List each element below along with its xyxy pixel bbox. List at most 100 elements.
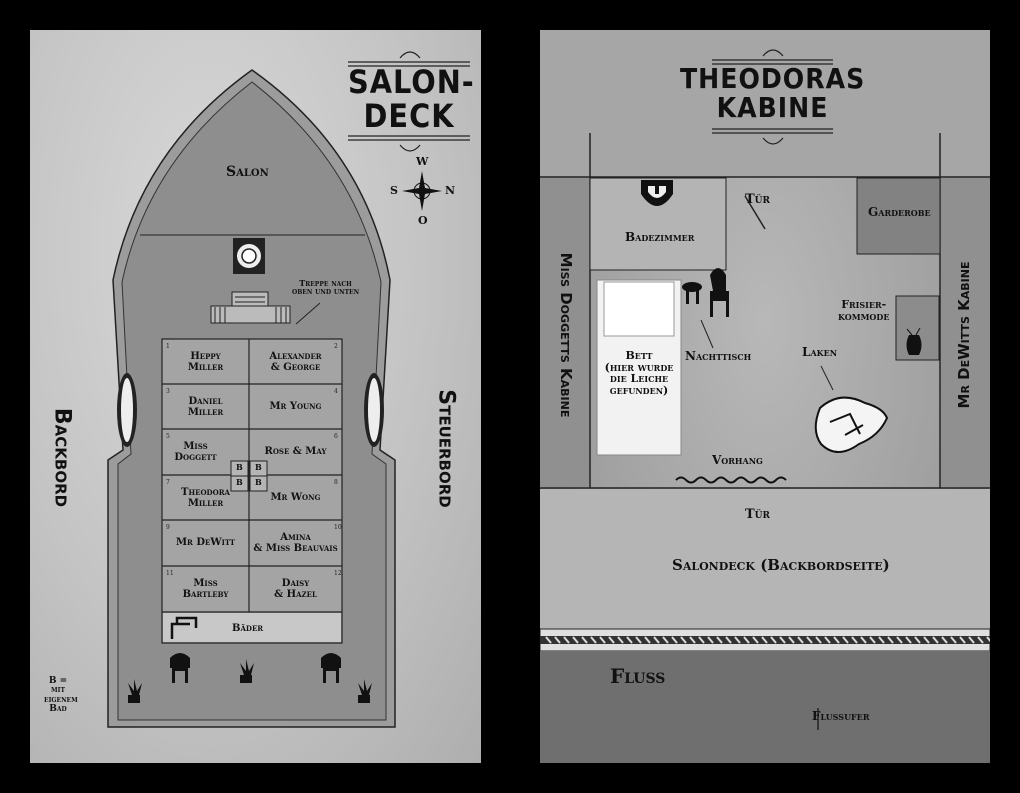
cabin-label: Mr DeWitt (175, 537, 236, 548)
cabin-number: 12 (334, 570, 342, 577)
railing-bar (545, 636, 552, 644)
railing-bar (851, 636, 858, 644)
railing-bar (923, 636, 930, 644)
title-line-2: Deck (363, 96, 455, 135)
railing-bar (707, 636, 714, 644)
railing-bar (878, 636, 885, 644)
cabin-title-line-2: Kabine (716, 91, 829, 125)
railing-bar (941, 636, 948, 644)
right-cabin-label: Mr DeWitts Kabine (955, 261, 973, 409)
cabin-title: Theodoras Kabine (680, 64, 865, 123)
railing-bar (680, 636, 687, 644)
legend-text: B = mit eigenem Bad (44, 676, 78, 715)
compass-label-s: O (418, 214, 428, 227)
curtain-label: Vorhang (712, 453, 763, 467)
title-line-1: Salon- (348, 63, 475, 101)
cabin-number: 6 (334, 433, 338, 440)
railing-bar (617, 636, 624, 644)
cabin-number: 7 (166, 479, 170, 486)
starboard-label: Steuerbord (433, 389, 459, 508)
compass-label-e: N (445, 184, 456, 197)
railing-bar (635, 636, 642, 644)
railing-bar (644, 636, 651, 644)
cabin-number: 9 (166, 524, 170, 531)
salon-deck-map: Salon- Deck W N O S Salon Treppe nach ob… (30, 30, 481, 763)
cabin-label: Daniel Miller (187, 396, 224, 418)
lifeboat-starboard-icon (364, 373, 384, 447)
salon-deck-area (540, 489, 990, 629)
cabin-label: Miss Doggett (174, 441, 217, 463)
pillow (603, 281, 675, 337)
chair-icon (710, 268, 729, 317)
railing-bar (986, 636, 990, 643)
cabin-label: Alexander & George (269, 351, 322, 373)
stairs-label: Treppe nach oben und unten (292, 278, 360, 297)
door-bottom-label: Tür (745, 507, 771, 522)
bathroom-label: Badezimmer (625, 230, 695, 244)
railing-bar (563, 636, 570, 644)
railing-bar (608, 636, 615, 644)
plant-icon (240, 659, 254, 683)
chair-icon (170, 653, 190, 683)
curtain (675, 476, 787, 484)
railing-bar (779, 636, 786, 644)
lifeboat-port-icon (117, 373, 137, 447)
railing-bar (752, 636, 759, 644)
railing-bar (698, 636, 705, 644)
private-bath-mark: B (236, 462, 243, 472)
cabin-label: Amina & Miss Beauvais (253, 532, 338, 554)
cabin-label: Theodora Miller (181, 487, 230, 509)
cabin-map: Theodoras Kabine Tür Garderobe Badezimme… (540, 30, 990, 763)
railing-bar (761, 636, 768, 644)
railing-bar (950, 636, 957, 644)
railing-bar (977, 636, 984, 644)
nightstand-label: Nachttisch (685, 349, 752, 363)
cabin-number: 8 (334, 479, 338, 486)
left-cabin-label: Miss Doggetts Kabine (557, 252, 575, 418)
railing-bar (725, 636, 732, 644)
title-frame (348, 51, 470, 152)
cabin-number: 3 (166, 388, 170, 395)
toilet-icon (641, 180, 673, 206)
sheet-label: Laken (802, 345, 838, 359)
railing-bar (743, 636, 750, 644)
railing-bar (905, 636, 912, 644)
railing-bar (815, 636, 822, 644)
cabin-label: Miss Bartleby (182, 578, 229, 600)
private-bath-mark: B (255, 477, 262, 487)
private-bath-mark: B (236, 477, 243, 487)
plant-icon (358, 679, 372, 703)
railing-bar (932, 636, 939, 644)
cabin-number: 10 (334, 524, 342, 531)
private-baths (230, 460, 268, 492)
railing (540, 628, 990, 652)
chair-icon (321, 653, 341, 683)
railing-bar (968, 636, 975, 644)
riverbank-label: Flussufer (812, 709, 870, 723)
railing-bar (590, 636, 597, 644)
cabin-label: Daisy & Hazel (274, 578, 317, 600)
door-top (744, 195, 766, 230)
railing-bar (860, 636, 867, 644)
railing-bar (734, 636, 741, 644)
cabin-label: Mr Young (269, 401, 322, 412)
railing-bar (788, 636, 795, 644)
stairs-icon (210, 291, 321, 325)
railing-bar (626, 636, 633, 644)
railing-bar (869, 636, 876, 644)
private-bath-mark: B (255, 462, 262, 472)
river-area (540, 651, 990, 763)
bath-room-label: Bäder (232, 623, 264, 634)
compass-label-n: W (416, 155, 429, 168)
cabin-number: 2 (334, 343, 338, 350)
railing-bar (896, 636, 903, 644)
wardrobe-label: Garderobe (868, 205, 931, 219)
sheet-icon (814, 396, 889, 453)
cabin-number: 11 (166, 570, 174, 577)
vase-icon (906, 327, 922, 355)
cabin-label: Mr Wong (270, 492, 321, 503)
railing-bar (806, 636, 813, 644)
salon-deck-label: Salondeck (Backbordseite) (672, 556, 890, 574)
cabin-label: Heppy Miller (187, 351, 224, 373)
railing-bar (959, 636, 966, 644)
